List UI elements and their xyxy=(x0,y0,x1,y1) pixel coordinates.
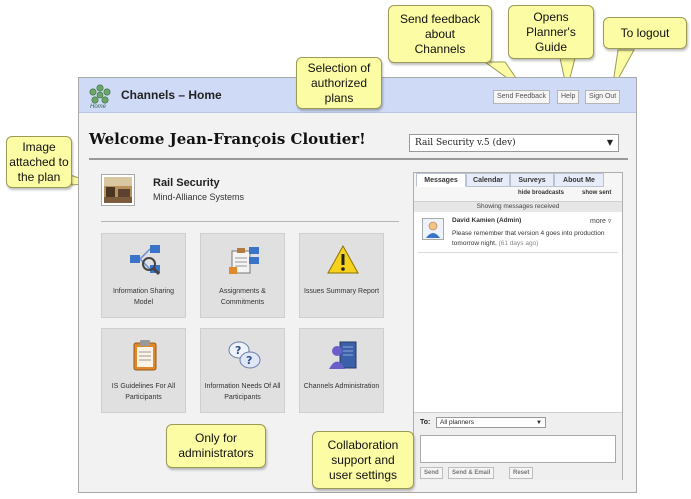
tile-channels-administration[interactable]: Channels Administration xyxy=(299,328,384,413)
messages-panel: Messages Calendar Surveys About Me hide … xyxy=(413,172,623,480)
plan-name: Rail Security xyxy=(153,177,220,189)
tile-label: Assignments & Commitments xyxy=(219,288,266,306)
user-avatar-icon xyxy=(426,221,440,238)
dropdown-arrow-icon: ▼ xyxy=(606,138,613,147)
tab-about-me[interactable]: About Me xyxy=(554,173,604,187)
plan-selector[interactable]: Rail Security v.5 (dev) ▼ xyxy=(409,134,619,152)
svg-text:?: ? xyxy=(235,344,241,357)
information-sharing-icon xyxy=(130,245,161,276)
home-logo-icon[interactable] xyxy=(87,81,113,109)
tile-information-sharing-model[interactable]: Information Sharing Model xyxy=(101,233,186,318)
show-sent-link[interactable]: show sent xyxy=(582,190,612,196)
assignments-icon xyxy=(229,247,259,274)
tile-label: Issues Summary Report xyxy=(303,288,380,295)
callout-logout: To logout xyxy=(603,17,687,49)
header-divider xyxy=(89,158,628,160)
plan-divider xyxy=(101,221,399,222)
tab-calendar[interactable]: Calendar xyxy=(466,173,510,187)
help-button[interactable]: Help xyxy=(557,90,580,104)
hide-broadcasts-link[interactable]: hide broadcasts xyxy=(518,190,565,196)
clipboard-icon xyxy=(133,340,157,371)
channels-admin-icon xyxy=(329,341,357,369)
tile-is-guidelines[interactable]: IS Guidelines For All Participants xyxy=(101,328,186,413)
tile-label: Channels Administration xyxy=(303,383,380,390)
question-bubbles-icon: ? ? xyxy=(228,341,261,369)
tile-label: Information Sharing Model xyxy=(112,288,175,306)
tile-label: IS Guidelines For All Participants xyxy=(111,383,176,401)
tile-assignments-commitments[interactable]: Assignments & Commitments xyxy=(200,233,285,318)
plan-organization: Mind-Alliance Systems xyxy=(153,192,245,202)
tab-messages[interactable]: Messages xyxy=(416,173,466,187)
callout-send-feedback: Send feedback about Channels xyxy=(388,5,492,63)
callout-plan-image: Image attached to the plan xyxy=(6,136,72,188)
tile-information-needs[interactable]: ? ? Information Needs Of All Participant… xyxy=(200,328,285,413)
warning-icon xyxy=(327,244,359,274)
tile-label: Information Needs Of All Participants xyxy=(204,383,281,401)
send-email-button[interactable]: Send & Email xyxy=(448,467,495,479)
plan-photo-icon xyxy=(104,177,132,203)
callout-help-guide: Opens Planner's Guide xyxy=(508,5,594,59)
message-body: Please remember that version 4 goes into… xyxy=(452,229,614,249)
app-window: Home Channels – Home Send Feedback Help … xyxy=(78,77,637,493)
tile-issues-summary-report[interactable]: Issues Summary Report xyxy=(299,233,384,318)
plan-selector-value: Rail Security v.5 (dev) xyxy=(415,138,516,148)
send-button[interactable]: Send xyxy=(420,467,443,479)
app-title: Channels – Home xyxy=(121,88,222,102)
tab-surveys[interactable]: Surveys xyxy=(510,173,554,187)
plan-image xyxy=(101,174,135,206)
message-sender: David Kamien (Admin) xyxy=(452,217,522,224)
recipient-select[interactable]: All planners ▼ xyxy=(436,417,546,428)
welcome-heading: Welcome Jean-François Cloutier! xyxy=(89,130,366,148)
message-more-menu[interactable]: more ▿ xyxy=(590,218,612,225)
callout-plan-selection: Selection of authorized plans xyxy=(296,57,382,109)
message-input[interactable] xyxy=(420,435,616,463)
to-label: To: xyxy=(420,419,431,426)
dropdown-arrow-icon: ▼ xyxy=(536,420,542,426)
message-text: Please remember that version 4 goes into… xyxy=(452,230,605,247)
compose-area: To: All planners ▼ Send Send & Email Res… xyxy=(414,412,622,480)
callout-admin-only: Only for administrators xyxy=(166,424,266,468)
callout-collaboration: Collaboration support and user settings xyxy=(312,431,414,489)
reset-button[interactable]: Reset xyxy=(509,467,534,479)
message-list: David Kamien (Admin) more ▿ Please remem… xyxy=(414,212,622,412)
logo-caption: Home xyxy=(90,104,107,110)
avatar xyxy=(422,218,444,240)
message-divider xyxy=(418,252,618,253)
message-time: (61 days ago) xyxy=(498,240,539,247)
sign-out-button[interactable]: Sign Out xyxy=(585,90,621,104)
svg-text:?: ? xyxy=(246,354,252,367)
send-feedback-button[interactable]: Send Feedback xyxy=(493,90,551,104)
recipient-value: All planners xyxy=(440,419,474,426)
